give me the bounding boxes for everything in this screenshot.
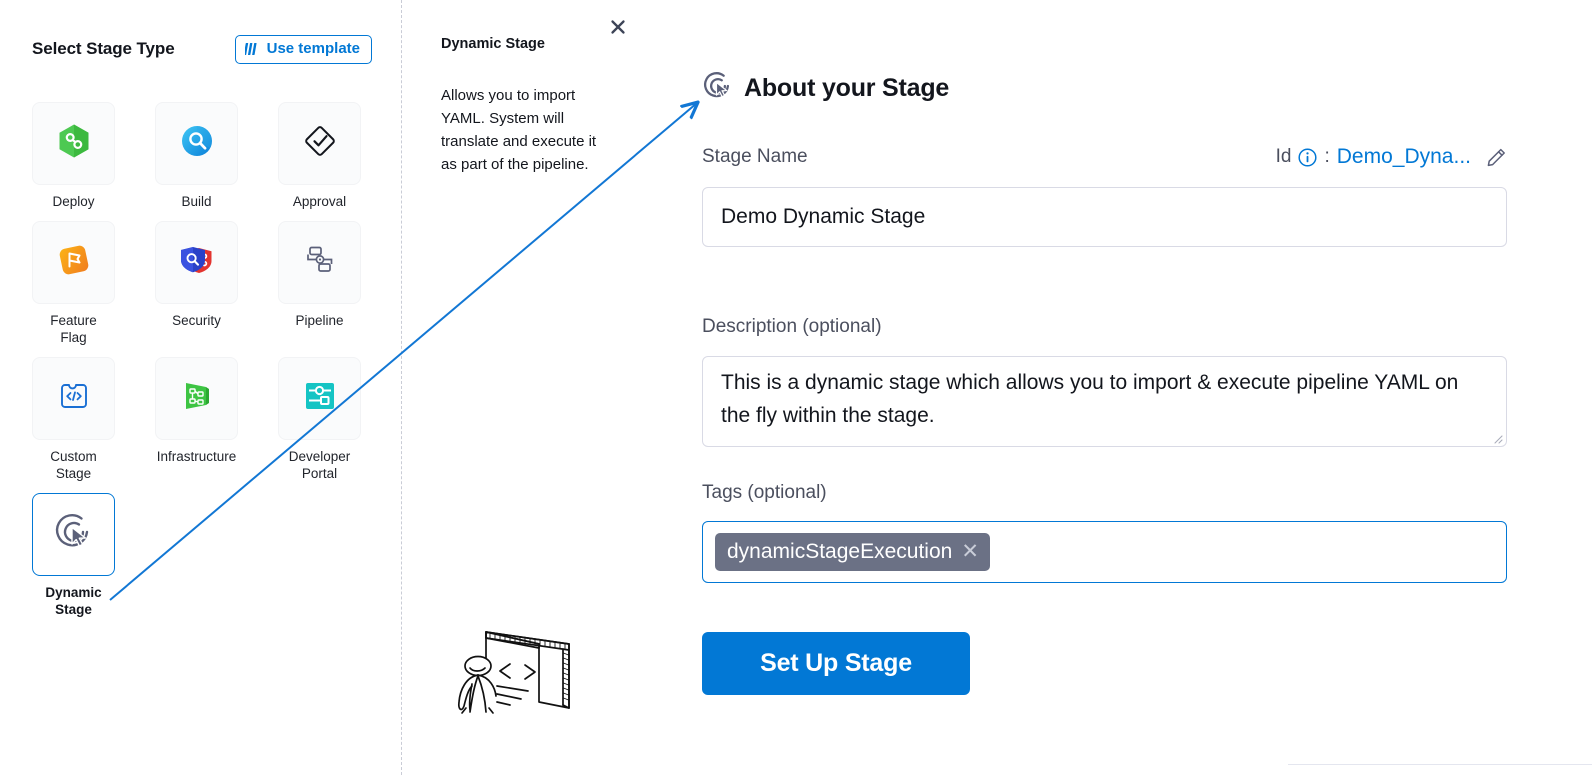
about-stage-header: About your Stage	[702, 70, 949, 107]
stage-type-pipeline[interactable]: Pipeline	[278, 221, 361, 346]
dynamic-stage-target-icon	[53, 511, 95, 558]
stage-type-label: Security	[172, 313, 221, 328]
description-label: Description (optional)	[702, 316, 882, 337]
stage-type-label: Dynamic Stage	[45, 585, 102, 617]
stage-type-deploy[interactable]: Deploy	[32, 102, 115, 210]
stage-card	[278, 221, 361, 304]
deploy-hexagon-icon	[57, 123, 91, 164]
stage-type-grid: Deploy	[32, 102, 361, 618]
stage-name-input[interactable]	[702, 187, 1507, 247]
stage-card	[278, 357, 361, 440]
stage-type-infrastructure[interactable]: Infrastructure	[155, 357, 238, 482]
approval-check-icon	[303, 124, 337, 163]
stage-info-title: Dynamic Stage	[441, 36, 545, 52]
stage-type-approval[interactable]: Approval	[278, 102, 361, 210]
stage-type-label: Developer Portal	[288, 449, 351, 481]
identifier-separator: :	[1324, 146, 1330, 167]
tag-chip-label: dynamicStageExecution	[727, 539, 953, 563]
stage-type-label: Approval	[292, 194, 347, 209]
stage-type-label: Build	[181, 194, 212, 209]
identifier-value[interactable]: Demo_Dyna...	[1336, 145, 1471, 168]
select-stage-type-panel: Select Stage Type Use template	[0, 0, 402, 775]
infrastructure-icon	[182, 380, 212, 417]
stage-type-security[interactable]: Security	[155, 221, 238, 346]
pipeline-nodes-icon	[304, 245, 336, 280]
stage-type-label: Custom Stage	[50, 449, 97, 481]
build-magnifier-icon	[180, 124, 214, 163]
developer-portal-icon	[304, 380, 336, 417]
stage-type-label: Feature Flag	[50, 313, 97, 345]
custom-code-icon	[58, 380, 90, 417]
stage-type-dynamic-stage[interactable]: Dynamic Stage	[32, 493, 115, 618]
stage-type-feature-flag[interactable]: Feature Flag	[32, 221, 115, 346]
feature-flag-icon	[57, 243, 91, 282]
pencil-edit-icon[interactable]	[1486, 147, 1507, 168]
bottom-divider	[1288, 764, 1592, 765]
stage-name-label: Stage Name	[702, 146, 808, 167]
stage-card	[32, 357, 115, 440]
tags-label: Tags (optional)	[702, 482, 827, 503]
stage-card-selected	[32, 493, 115, 576]
stage-name-row: Stage Name Id : Demo_Dyna...	[702, 145, 1507, 169]
about-your-stage-panel: About your Stage Stage Name Id : Demo_Dy…	[639, 0, 1592, 775]
stage-card	[278, 102, 361, 185]
tags-input[interactable]: dynamicStageExecution ✕	[702, 521, 1507, 583]
stage-info-description: Allows you to import YAML. System will t…	[441, 87, 597, 173]
security-shields-icon	[179, 244, 215, 281]
stage-card	[32, 221, 115, 304]
page-title: Select Stage Type	[32, 39, 175, 58]
identifier-group: Id : Demo_Dyna...	[1276, 145, 1507, 169]
stage-card	[155, 102, 238, 185]
use-template-label: Use template	[266, 40, 360, 57]
close-icon[interactable]	[603, 12, 633, 42]
left-panel-header: Select Stage Type Use template	[32, 34, 372, 64]
info-circle-icon[interactable]	[1298, 147, 1318, 167]
description-input[interactable]	[702, 356, 1507, 447]
dynamic-stage-target-icon	[702, 70, 734, 107]
stage-card	[155, 221, 238, 304]
stage-type-label: Pipeline	[295, 313, 344, 328]
about-stage-title: About your Stage	[744, 74, 950, 102]
set-up-stage-button[interactable]: Set Up Stage	[702, 632, 970, 695]
stage-type-developer-portal[interactable]: Developer Portal	[278, 357, 361, 482]
stage-card	[32, 102, 115, 185]
person-presenting-code-board-illustration	[448, 620, 578, 725]
stage-type-custom-stage[interactable]: Custom Stage	[32, 357, 115, 482]
template-icon	[244, 42, 261, 56]
stage-card	[155, 357, 238, 440]
stage-type-label: Deploy	[52, 194, 95, 209]
use-template-button[interactable]: Use template	[234, 34, 372, 64]
identifier-label: Id	[1275, 146, 1292, 167]
close-small-icon[interactable]: ✕	[961, 540, 979, 563]
tag-chip: dynamicStageExecution ✕	[715, 533, 990, 571]
stage-type-label: Infrastructure	[156, 449, 237, 464]
stage-type-build[interactable]: Build	[155, 102, 238, 210]
